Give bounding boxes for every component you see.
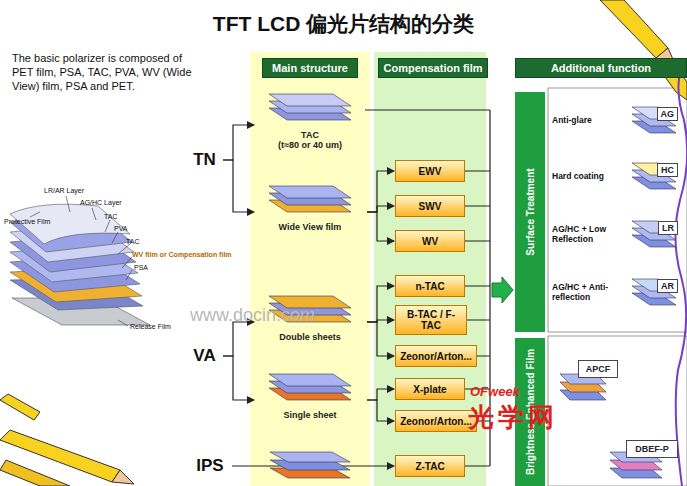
box-text: SWV <box>419 201 442 212</box>
function-name: Hard coating <box>552 172 622 182</box>
mode-text: VA <box>193 346 215 366</box>
box-text: Main structure <box>272 62 348 74</box>
lcd-mode-label: IPS <box>190 454 230 478</box>
structure-label: Wide View film <box>255 222 365 232</box>
connector-arrow <box>367 400 394 421</box>
function-name: Anti-glare <box>552 116 622 126</box>
compensation-box: Zeonor/Arton... <box>395 410 477 432</box>
film-stack-icon <box>265 180 355 222</box>
structure-label: TAC <box>255 130 365 140</box>
merge-arrow <box>492 277 513 303</box>
column-header: Main structure <box>262 58 358 78</box>
box-text: X-plate <box>413 384 446 395</box>
structure-node: TAC(t≈80 or 40 um) <box>255 88 365 162</box>
layer-label: Release Film <box>130 323 171 330</box>
function-item: Hard coating HC <box>552 152 680 202</box>
connector-arrow <box>223 356 254 400</box>
diagram-title: TFT LCD 偏光片结构的分类 <box>0 10 687 38</box>
column-header: Compensation film <box>378 58 488 78</box>
purple-curve <box>675 60 687 486</box>
layer-label: Protective Film <box>4 218 50 225</box>
connector-arrow <box>223 125 254 160</box>
connector-arrow <box>367 171 394 212</box>
connector-arrow <box>367 212 394 241</box>
connector-arrow <box>223 160 254 212</box>
compensation-box: WV <box>395 230 465 252</box>
function-icon: LR <box>628 215 680 255</box>
compensation-box: Z-TAC <box>395 455 465 477</box>
connector-arrow <box>367 389 394 400</box>
compensation-box: n-TAC <box>395 275 465 297</box>
function-icon: AR <box>628 273 680 313</box>
connector-arrow <box>367 206 394 212</box>
function-name: AG/HC + Anti-reflection <box>552 283 622 303</box>
box-text: WV <box>422 236 438 247</box>
function-tag: AG <box>657 107 679 121</box>
watermark: OFweek <box>470 384 520 399</box>
function-tag: AR <box>657 279 678 293</box>
function-item: AG/HC + Anti-reflection AR <box>552 268 680 318</box>
connector-arrow <box>367 322 394 356</box>
mode-text: TN <box>193 150 216 170</box>
film-tag-box: DBEF-P <box>626 440 678 458</box>
layer-label: PSA <box>134 264 148 271</box>
function-name: AG/HC + Low Reflection <box>552 225 622 245</box>
box-text: EWV <box>419 166 442 177</box>
function-tag: HC <box>657 163 678 177</box>
leader-lines <box>30 196 132 326</box>
watermark: www.docin.com <box>190 305 315 326</box>
structure-node: Wide View film <box>255 180 365 244</box>
lcd-mode-label: VA <box>188 344 221 368</box>
box-text: Zeonor/Arton... <box>400 416 472 427</box>
function-item: AG/HC + Low Reflection LR <box>552 210 680 260</box>
lcd-mode-label: TN <box>188 148 221 172</box>
structure-label: Single sheet <box>255 410 365 420</box>
layer-label: TAC <box>126 238 139 245</box>
structure-node: Single sheet <box>255 368 365 432</box>
box-text: APCF <box>586 364 611 374</box>
function-tag: LR <box>658 221 678 235</box>
compensation-box: B-TAC / F-TAC <box>395 305 467 335</box>
layer-label: PVA <box>114 225 128 232</box>
layer-label: TAC <box>104 213 117 220</box>
structure-label: (t≈80 or 40 um) <box>255 140 365 150</box>
box-text: Z-TAC <box>415 461 444 472</box>
layer-label: AG/HC Layer <box>80 199 122 206</box>
ips-stack <box>270 452 350 478</box>
box-text: Zeonor/Arton... <box>400 351 472 362</box>
main-column-band <box>250 52 370 486</box>
compensation-box: SWV <box>395 195 465 217</box>
box-text: n-TAC <box>415 281 444 292</box>
box-text: B-TAC / F-TAC <box>399 309 463 331</box>
film-stack-icon <box>265 88 355 130</box>
function-icon: AG <box>628 101 680 141</box>
bef-panel <box>548 336 687 486</box>
compensation-box: X-plate <box>395 378 465 400</box>
surface-panel <box>548 88 687 332</box>
film-tag-box: APCF <box>578 360 618 378</box>
structure-label: Double sheets <box>255 332 365 342</box>
film-layer <box>269 186 351 198</box>
film-stack-icon <box>265 368 355 410</box>
function-icon: HC <box>628 157 680 197</box>
box-text: DBEF-P <box>635 444 669 454</box>
compensation-box: EWV <box>395 160 465 182</box>
column-header: Additional function <box>515 58 687 78</box>
band-label: Surface Treatment <box>525 168 536 255</box>
function-item: Anti-glare AG <box>552 96 680 146</box>
film-layer <box>269 94 351 106</box>
watermark: 光学网 <box>468 400 558 435</box>
layer-label: LR/AR Layer <box>44 187 84 194</box>
connector-arrow <box>223 322 254 356</box>
compensation-box: Zeonor/Arton... <box>395 345 477 367</box>
connector-arrow <box>367 286 394 322</box>
box-text: Compensation film <box>383 62 482 74</box>
intro-note: The basic polarizer is composed of PET f… <box>12 52 197 93</box>
film-layer <box>269 374 351 386</box>
function-band: Surface Treatment <box>515 92 545 332</box>
box-text: Additional function <box>551 62 651 74</box>
mode-text: IPS <box>196 456 223 476</box>
layer-label: WV film or Compensation film <box>132 251 232 258</box>
